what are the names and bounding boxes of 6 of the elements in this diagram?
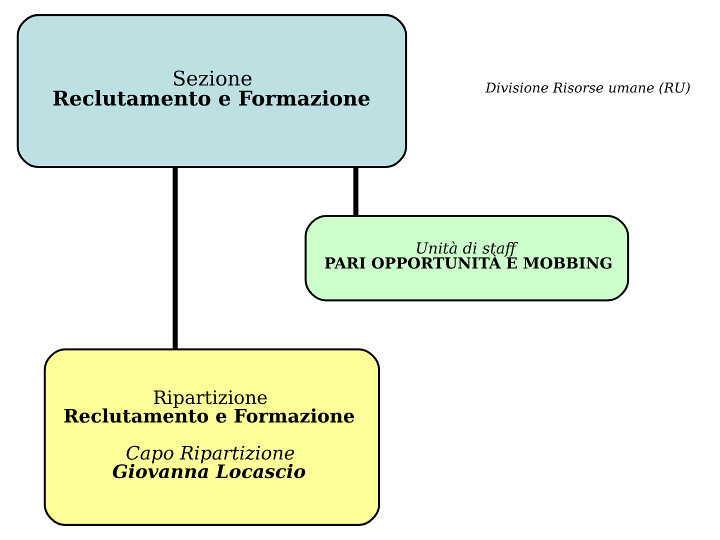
label: Divisione Risorse umane (RU) [484,80,690,97]
node-box: Unità di staff PARI OPPORTUNITÀ E MOBBING [304,214,629,302]
connector [352,167,358,216]
node-box: Sezione Reclutamento e Formazione [16,14,407,168]
connector [172,167,178,349]
node-box: Ripartizione Reclutamento e Formazione Capo Ripartizione Giovanna Locascio [43,348,380,526]
